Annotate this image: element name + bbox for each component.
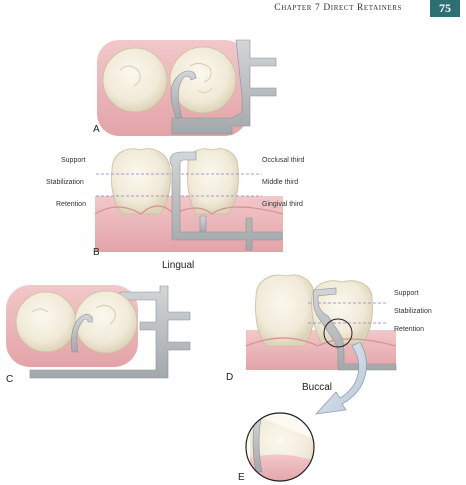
minor-connector-b [199, 215, 207, 233]
label-occlusal-third: Occlusal third [262, 157, 305, 164]
magnify-circle-d [323, 318, 353, 348]
tooth-c2 [74, 290, 138, 354]
panel-label-e: E [238, 472, 245, 483]
view-label-lingual: Lingual [162, 260, 195, 271]
view-label-buccal: Buccal [302, 382, 333, 393]
tooth-b2 [187, 148, 239, 215]
tooth-c1 [15, 291, 77, 353]
clasp-c [71, 314, 93, 353]
framework-a [171, 39, 277, 135]
tooth-a2 [169, 46, 237, 114]
panel-a-illustration [97, 39, 277, 136]
tooth-b1 [111, 148, 171, 215]
panel-label-b: B [93, 247, 100, 258]
panel-label-a: A [93, 124, 100, 135]
page-header: Chapter 7 Direct Retainers 75 [0, 0, 466, 18]
label-retention-d: Retention [394, 326, 424, 333]
callout-arrow [314, 341, 367, 415]
panel-c-illustration [6, 285, 191, 379]
label-stabilization-b: Stabilization [46, 179, 84, 186]
framework-c [29, 285, 191, 379]
panel-e-illustration [245, 412, 315, 482]
magnify-circle-e [245, 412, 315, 482]
tooth-d1 [255, 274, 315, 347]
label-support-d: Support [394, 290, 419, 297]
label-middle-third: Middle third [262, 179, 299, 186]
clasp-a [170, 70, 197, 119]
label-support-b: Support [61, 157, 86, 164]
panel-label-d: D [226, 372, 234, 383]
clasp-tip-e [252, 413, 263, 473]
panel-b-illustration [94, 148, 284, 252]
chapter-title: Chapter 7 Direct Retainers [274, 3, 402, 13]
label-retention-b: Retention [56, 201, 86, 208]
panel-d-illustration [245, 274, 397, 415]
label-gingival-third: Gingival third [262, 201, 303, 208]
panel-label-c: C [6, 374, 14, 385]
tooth-a1 [102, 47, 168, 113]
framework-b [169, 151, 283, 251]
label-stabilization-d: Stabilization [394, 308, 432, 315]
framework-d [312, 287, 397, 371]
page-number: 75 [430, 0, 460, 17]
